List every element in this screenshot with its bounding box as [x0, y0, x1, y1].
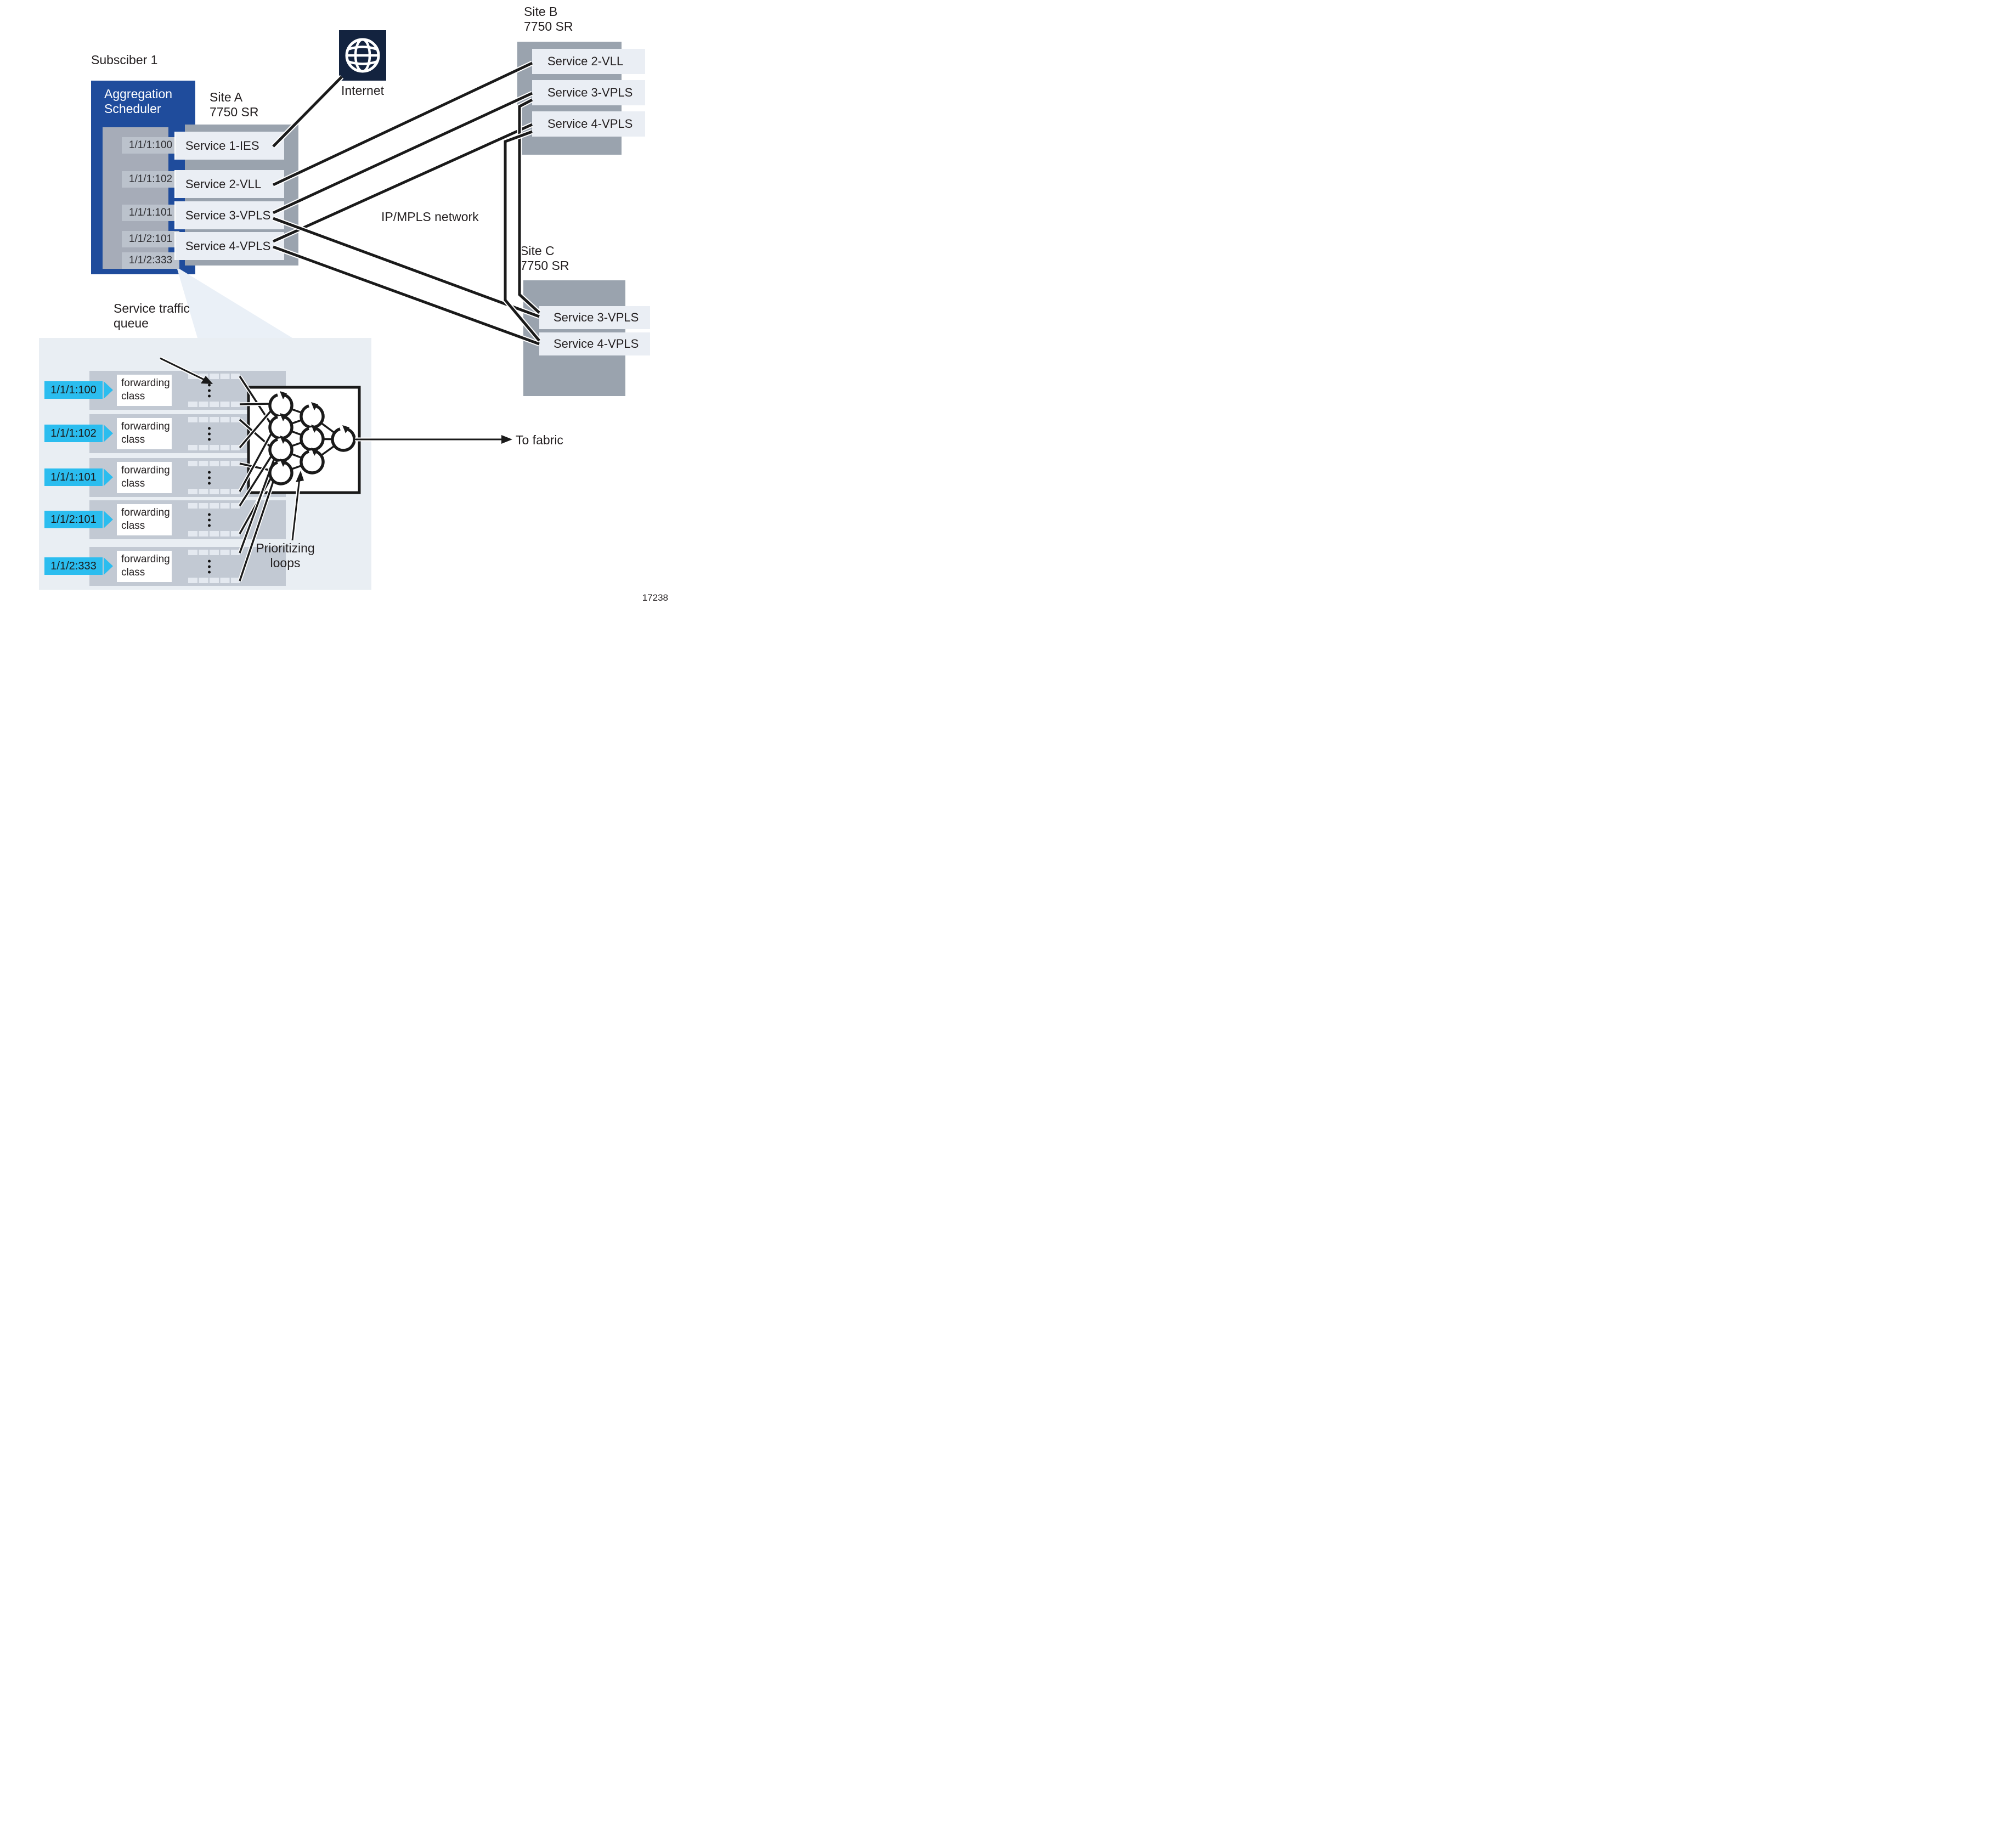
subscriber-label: Subsciber 1: [91, 53, 158, 67]
link-s3-sitec: [273, 217, 540, 318]
queue-strip: [188, 417, 240, 422]
service-box: Service 3-VPLS: [174, 201, 284, 229]
port-chip: 1/1/1:100: [44, 381, 113, 399]
queue-note-label: Service traffic queue: [114, 301, 190, 330]
scheduler-port-chip: 1/1/1:100: [122, 137, 179, 154]
to-fabric-label: To fabric: [516, 433, 563, 447]
queue-strip: [188, 445, 240, 450]
queue-strip: [188, 503, 240, 509]
scheduler-port-chip: 1/1/1:101: [122, 205, 179, 221]
site-b-model: 7750 SR: [524, 19, 573, 33]
port-chip: 1/1/2:101: [44, 511, 113, 528]
queue-strip: [188, 461, 240, 466]
link-s4-sitec: [273, 245, 540, 346]
queue-row: forwarding class: [89, 414, 286, 453]
scheduler-port-chip: 1/1/1:102: [122, 171, 179, 188]
internet-globe-icon: [345, 38, 380, 73]
scheduler-port-chip: 1/1/2:101: [122, 231, 179, 247]
queue-row: forwarding class: [89, 500, 286, 539]
port-chip: 1/1/2:333: [44, 557, 113, 575]
port-chip: 1/1/1:102: [44, 425, 113, 442]
site-b-label: Site B 7750 SR: [524, 4, 573, 34]
forwarding-class-box: forwarding class: [117, 418, 172, 449]
site-c-model: 7750 SR: [520, 258, 569, 273]
link-s2-siteb: [272, 61, 533, 187]
queue-strip: [188, 531, 240, 537]
internet-node: [339, 30, 386, 81]
service-box: Service 4-VPLS: [174, 232, 284, 260]
service-box: Service 3-VPLS: [532, 80, 645, 105]
forwarding-class-box: forwarding class: [117, 375, 172, 406]
queue-strip: [188, 550, 240, 555]
ellipsis-dots: [208, 513, 211, 527]
ellipsis-dots: [208, 471, 211, 484]
site-b-name: Site B: [524, 4, 558, 19]
site-c-name: Site C: [520, 244, 555, 258]
prioritizing-loops-label: Prioritizing loops: [256, 541, 315, 570]
site-c-label: Site C 7750 SR: [520, 244, 569, 273]
network-label: IP/MPLS network: [381, 210, 479, 224]
site-a-label: Site A 7750 SR: [210, 90, 259, 120]
site-a-model: 7750 SR: [210, 105, 259, 119]
service-box: Service 2-VLL: [174, 170, 284, 198]
aggregation-scheduler-label: Aggregation Scheduler: [104, 87, 173, 116]
forwarding-class-box: forwarding class: [117, 504, 172, 535]
service-box: Service 4-VPLS: [532, 111, 645, 137]
port-chip: 1/1/1:101: [44, 468, 113, 486]
service-box: Service 3-VPLS: [539, 306, 650, 329]
forwarding-class-box: forwarding class: [117, 462, 172, 493]
figure-number: 17238: [642, 592, 668, 603]
to-fabric-arrow: [355, 435, 512, 444]
service-links: [271, 60, 541, 347]
service-box: Service 1-IES: [174, 132, 284, 160]
queue-strip: [188, 374, 240, 379]
link-s3-siteb: [272, 92, 533, 214]
queue-strip: [188, 578, 240, 583]
ellipsis-dots: [208, 383, 211, 397]
internet-label: Internet: [341, 83, 384, 98]
queue-strip: [188, 402, 240, 407]
diagram-canvas: Subsciber 1 Aggregation Scheduler 1/1/1:…: [0, 0, 672, 608]
service-box: Service 2-VLL: [532, 49, 645, 74]
ellipsis-dots: [208, 560, 211, 573]
forwarding-class-box: forwarding class: [117, 551, 172, 582]
service-box: Service 4-VPLS: [539, 332, 650, 355]
queue-row: forwarding class: [89, 458, 286, 497]
queue-strip: [188, 489, 240, 494]
queue-row: forwarding class: [89, 371, 286, 410]
scheduler-port-chip: 1/1/2:333: [122, 252, 179, 269]
site-a-name: Site A: [210, 90, 243, 104]
ellipsis-dots: [208, 427, 211, 441]
